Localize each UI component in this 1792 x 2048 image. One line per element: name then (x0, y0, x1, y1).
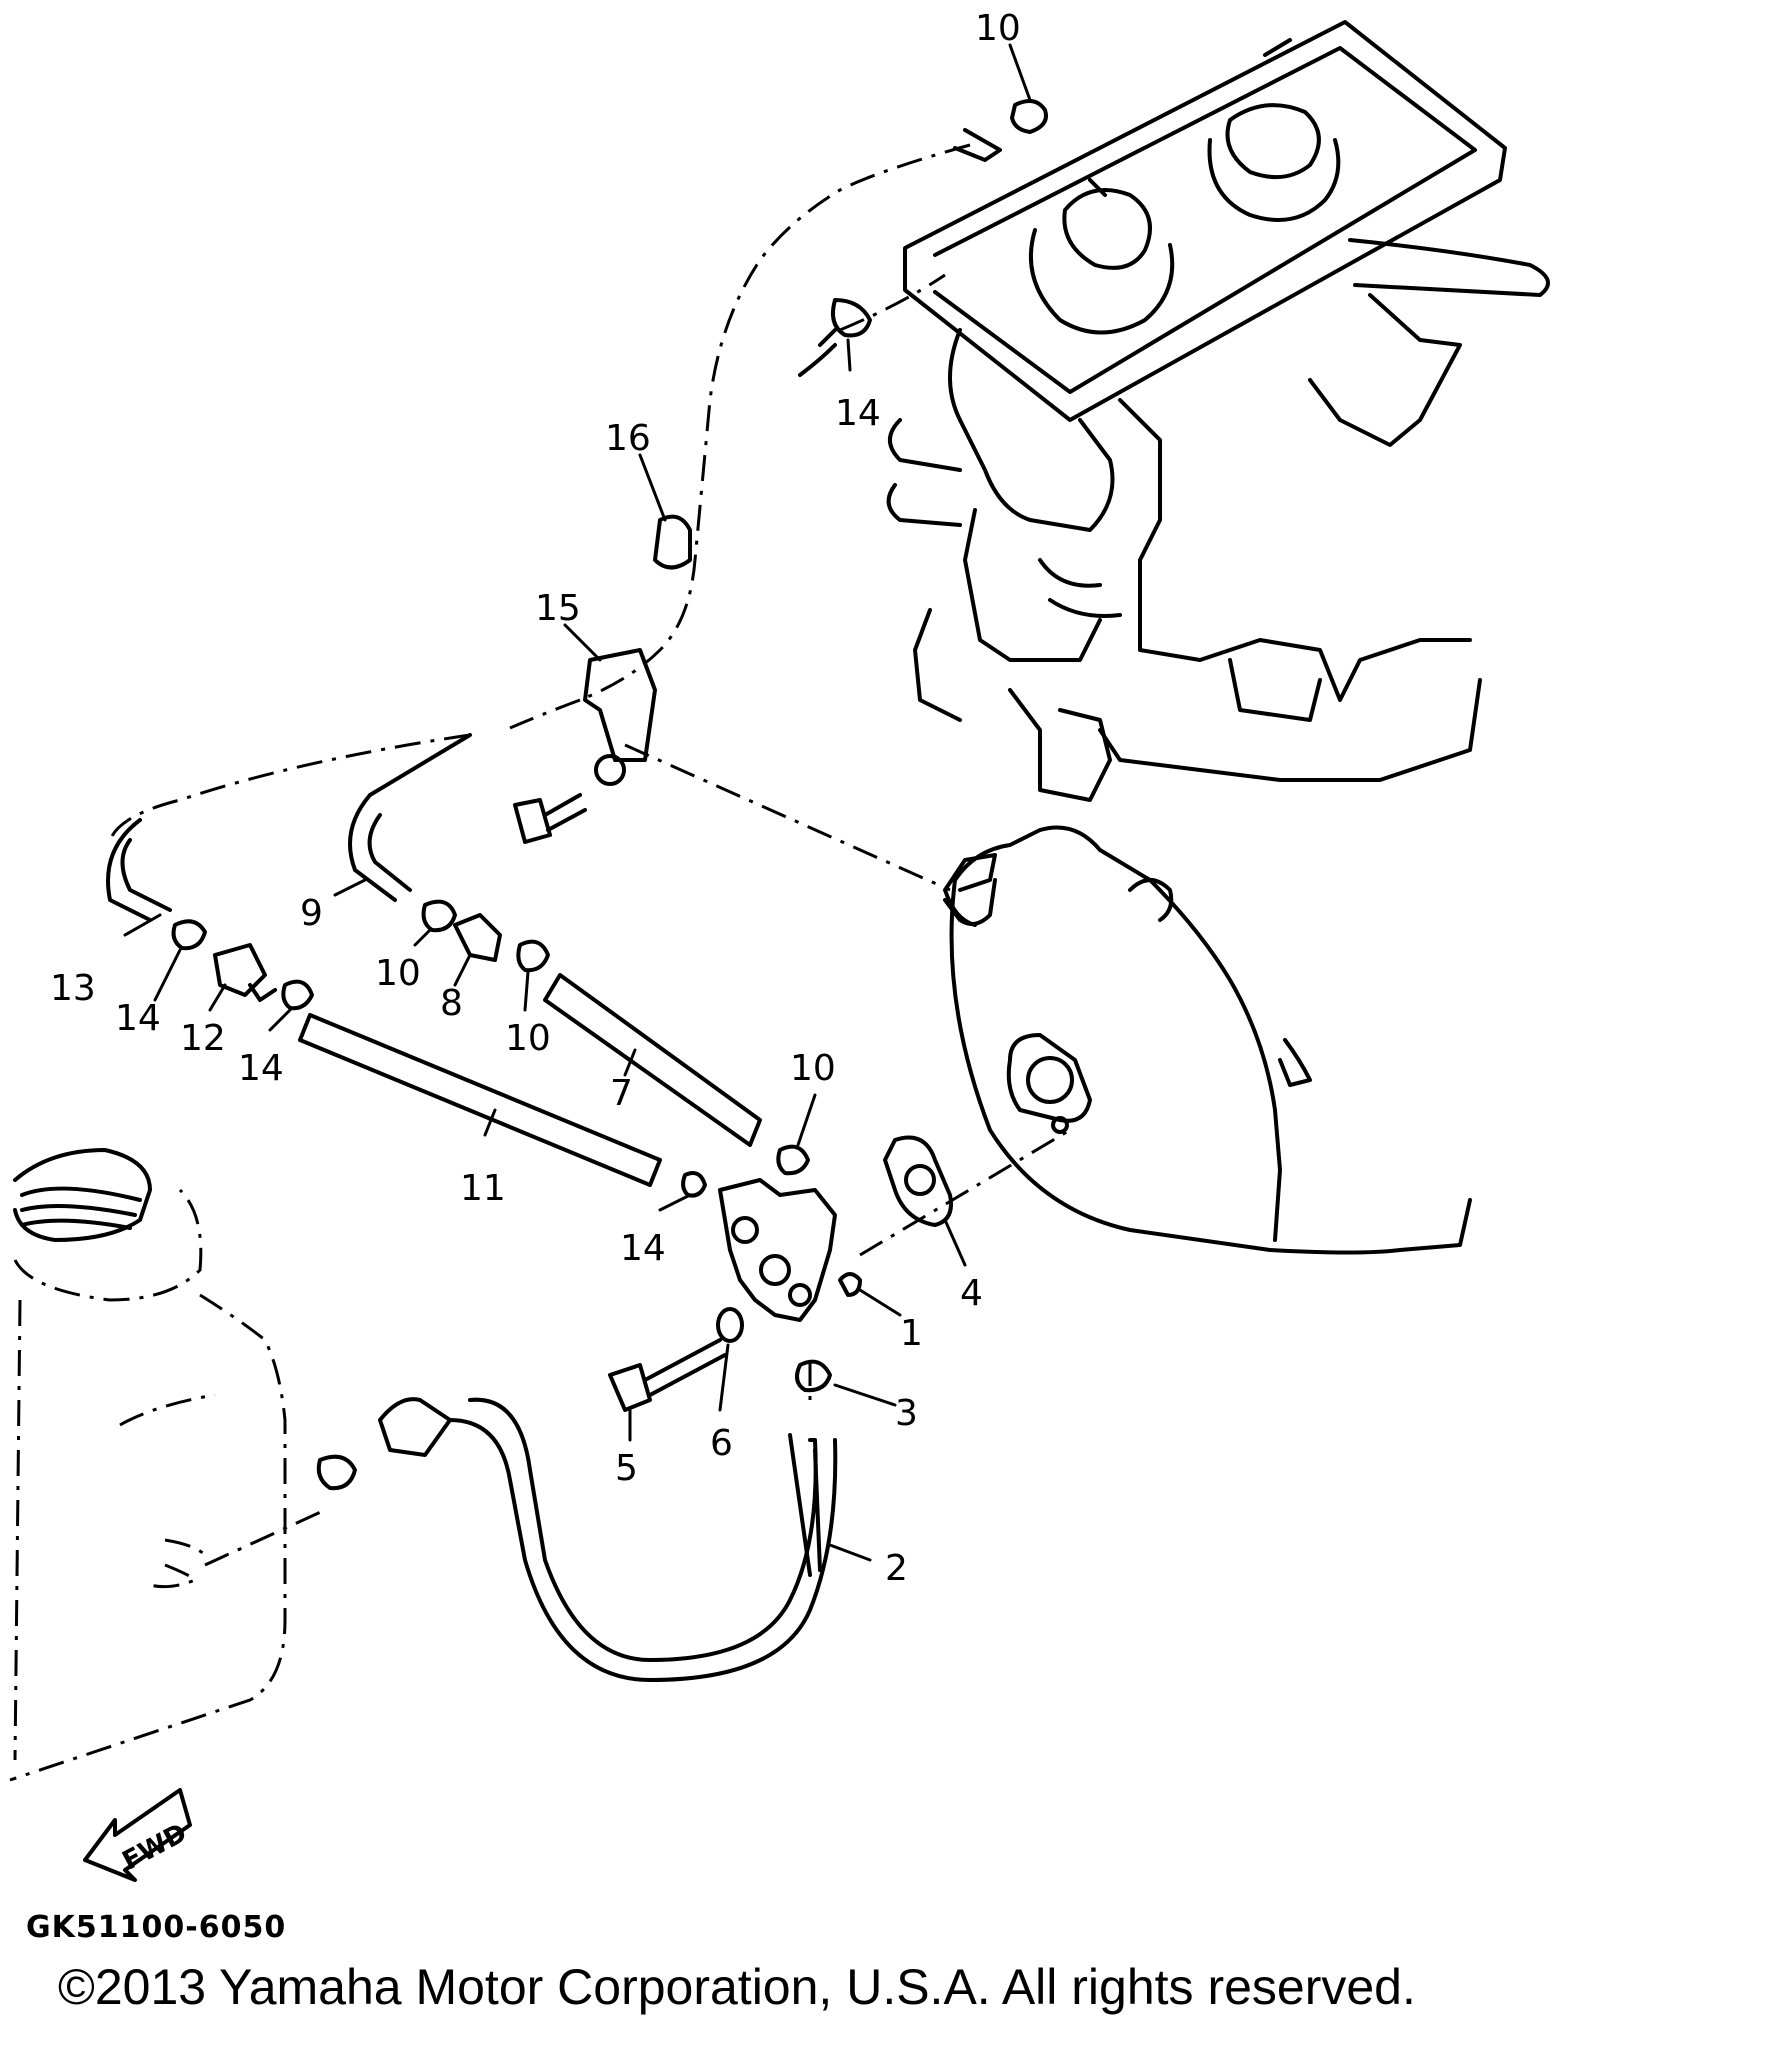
callout-labels: 10 14 16 15 9 13 14 12 14 10 8 10 7 10 1… (50, 8, 1021, 1589)
callout-10-top: 10 (975, 8, 1021, 49)
fwd-arrow: FWD (83, 1788, 192, 1882)
callout-9: 9 (300, 893, 323, 934)
callout-11: 11 (460, 1168, 506, 1209)
flywheel-cover (943, 825, 1472, 1255)
callout-1: 1 (900, 1313, 923, 1354)
leader-lines (123, 43, 1032, 1562)
callout-14-pump: 14 (620, 1228, 666, 1269)
engine-block (886, 20, 1550, 802)
callout-3: 3 (895, 1393, 918, 1434)
callout-14-left2: 14 (238, 1048, 284, 1089)
callout-10-pump: 10 (790, 1048, 836, 1089)
hardware-parts (171, 99, 1048, 1491)
callout-13: 13 (50, 968, 96, 1009)
oil-tank (9, 1148, 287, 1782)
callout-8: 8 (440, 983, 463, 1024)
callout-7: 7 (610, 1073, 633, 1114)
callout-10-mid: 10 (375, 953, 421, 994)
callout-16: 16 (605, 418, 651, 459)
part-code: GK51100-6050 (26, 1910, 287, 1945)
callout-2: 2 (885, 1548, 908, 1589)
callout-14-left: 14 (115, 998, 161, 1039)
callout-10-mid2: 10 (505, 1018, 551, 1059)
callout-4: 4 (960, 1273, 983, 1314)
copyright-notice: ©2013 Yamaha Motor Corporation, U.S.A. A… (58, 1959, 1416, 2015)
callout-12: 12 (180, 1018, 226, 1059)
callout-14-upper: 14 (835, 393, 881, 434)
callout-5: 5 (615, 1448, 638, 1489)
hose-routing (106, 128, 1071, 1682)
callout-15: 15 (535, 588, 581, 629)
callout-6: 6 (710, 1423, 733, 1464)
